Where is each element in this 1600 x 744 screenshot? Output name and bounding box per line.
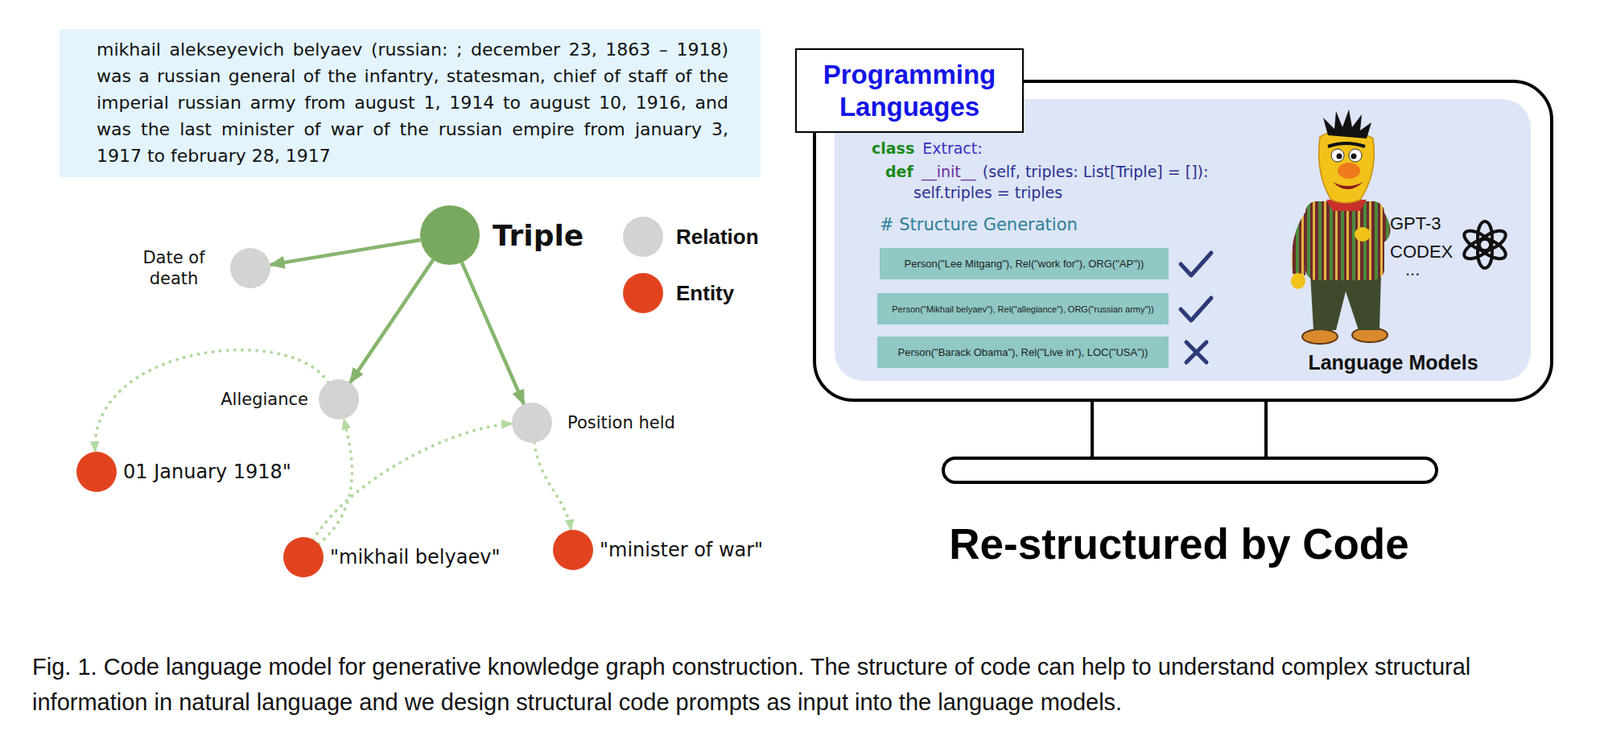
bert-hand	[1354, 226, 1371, 242]
bert-shoe	[1302, 329, 1338, 344]
legend-swatch	[622, 216, 664, 257]
code-keyword: class	[871, 138, 915, 158]
box-title: Programming Languages	[806, 58, 1013, 124]
bert-nose	[1337, 162, 1361, 179]
code-keyword: def	[885, 161, 914, 182]
node-label: Triple	[492, 218, 584, 252]
node-label: 01 January 1918"	[123, 460, 292, 483]
bert-arm	[1291, 207, 1319, 276]
node-label: "mikhail belyaev"	[329, 545, 500, 569]
bert-hand	[1290, 272, 1306, 289]
monitor-base	[943, 457, 1437, 483]
relation-node: Position held	[511, 402, 553, 443]
figure-caption: Fig. 1. Code language model for generati…	[32, 648, 1574, 720]
node-label: Position held	[567, 412, 676, 433]
text-box: mikhail alekseyevich belyaev (russian: ;…	[59, 28, 761, 178]
bert-pupil	[1336, 153, 1343, 160]
code-triple: Person("Mikhail belyaev"), Rel("allegian…	[891, 304, 1154, 314]
bert-eye	[1331, 148, 1345, 162]
relation-arrow	[461, 262, 524, 405]
bert-pants	[1310, 273, 1382, 330]
monitor-screen	[834, 98, 1531, 381]
triple-bar: Person("Mikhail belyaev"), Rel("allegian…	[877, 292, 1169, 325]
cross-mark	[1186, 342, 1207, 363]
triple-bar: Person("Barack Obama"), Rel("Live in"), …	[877, 336, 1169, 368]
dotted-arrow	[534, 442, 571, 530]
code-arguments: (self, triples: List[Triple] = []):	[982, 161, 1209, 182]
bert-brow	[1327, 143, 1365, 147]
monitor-stand	[1264, 400, 1268, 458]
ellipsis: ...	[1405, 259, 1420, 281]
node-label: "minister of war"	[599, 538, 763, 561]
dotted-arrow	[318, 418, 352, 545]
bert-figure	[1290, 109, 1391, 344]
legend-text: Relation	[676, 224, 759, 249]
code-triple: Person("Lee Mitgang"), Rel("work for"), …	[904, 257, 1145, 270]
check-mark	[1180, 252, 1212, 276]
logo-petal	[1460, 226, 1495, 256]
bert-pupil	[1351, 153, 1357, 160]
relation-node: Date of death	[230, 247, 271, 289]
relation-arrow	[270, 239, 421, 265]
code-triple: Person("Barack Obama"), Rel("Live in"), …	[898, 346, 1149, 359]
bert-mouth	[1332, 181, 1364, 190]
check-mark	[1180, 297, 1212, 321]
legend-text: Entity	[676, 280, 735, 306]
code-comment: # Structure Generation	[879, 214, 1078, 236]
legend-swatch	[622, 272, 664, 314]
bert-eye	[1348, 148, 1362, 162]
relation-arrow	[350, 259, 433, 384]
openai-logo	[1460, 221, 1509, 269]
monitor-stand	[1090, 400, 1094, 458]
node-label: Allegiance	[220, 389, 309, 409]
dotted-arrow	[94, 350, 328, 452]
triple-node: Triple	[420, 205, 480, 265]
model-name: CODEX	[1389, 241, 1453, 263]
code-class-name: Extract:	[922, 138, 982, 158]
entity-node: "mikhail belyaev"	[283, 536, 324, 578]
dotted-arrow	[313, 423, 513, 540]
title-box: Programming Languages	[795, 48, 1024, 133]
code-method: __init__	[921, 161, 977, 182]
entity-node: "minister of war"	[552, 529, 594, 570]
bert-head	[1319, 128, 1375, 203]
relation-node: Allegiance	[318, 379, 359, 420]
bert-hair	[1323, 109, 1372, 139]
source-sentence: mikhail alekseyevich belyaev (russian: ;…	[96, 39, 729, 166]
panel-caption: Language Models	[1307, 350, 1478, 375]
triple-bar: Person("Lee Mitgang"), Rel("work for"), …	[879, 247, 1169, 280]
headline: Re-structured by Code	[948, 519, 1409, 569]
entity-node: 01 January 1918"	[76, 451, 117, 492]
code-statement: self.triples = triples	[913, 182, 1063, 203]
model-name: GPT-3	[1389, 213, 1442, 235]
node-label: Date of death	[133, 247, 215, 289]
